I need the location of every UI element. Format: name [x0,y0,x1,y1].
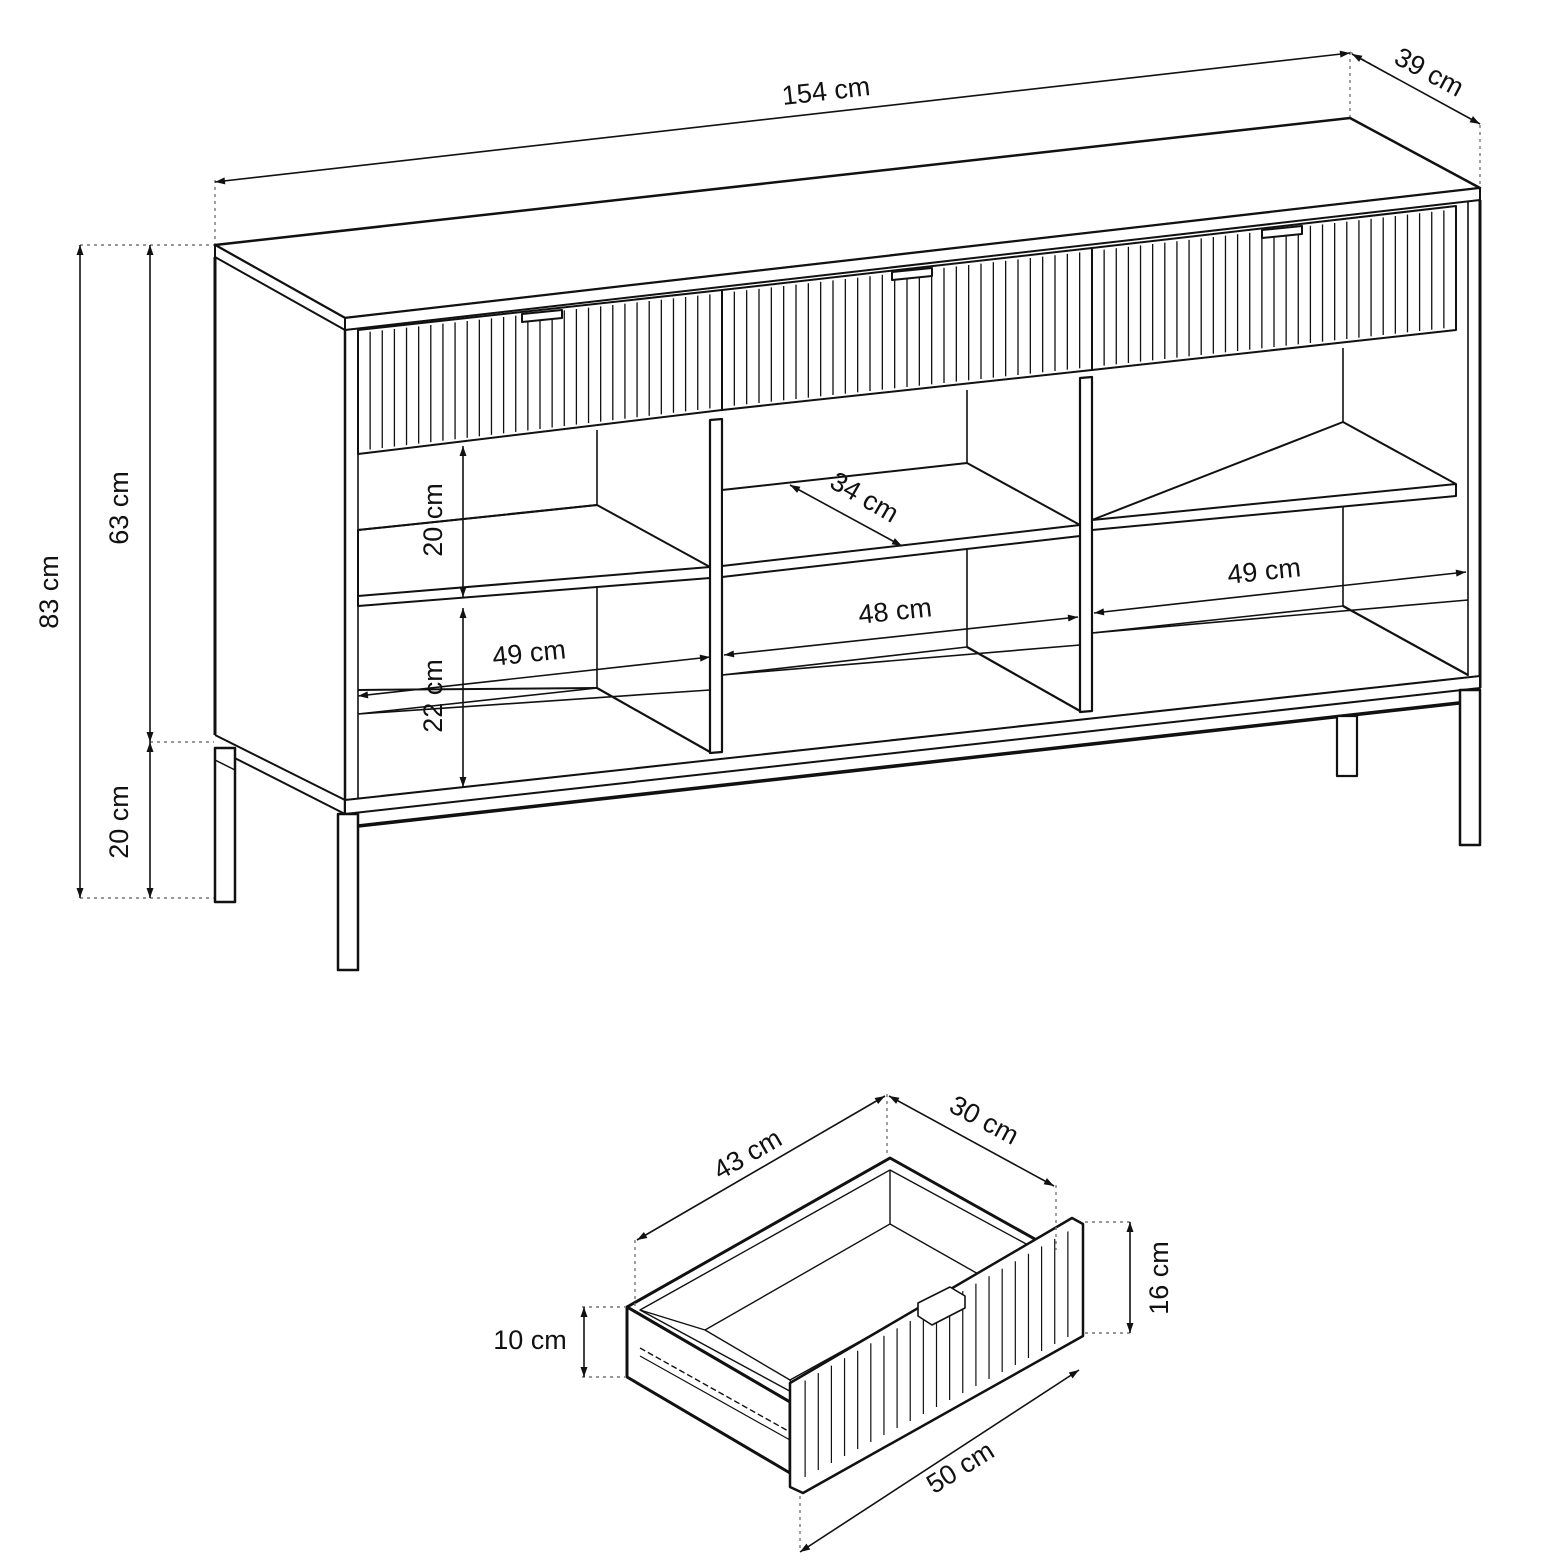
legs [213,688,1482,972]
sideboard [213,116,1482,972]
dimension-arrows [76,50,1481,898]
vertical-dividers [596,375,1469,755]
middle-width-arrow [723,614,1079,658]
overall-width-label: 154 cm [780,71,871,111]
drawer-front-height-label: 16 cm [1144,1241,1174,1315]
shelf-depth-arrow [789,484,903,547]
overall-depth-label: 39 cm [1390,42,1469,103]
leg-height-label: 20 cm [104,785,134,859]
fluted-drawer-grooves [369,210,1445,450]
base-frame [344,675,1481,828]
width-arrow [214,50,1351,185]
drawer-side-height-label: 10 cm [493,1325,567,1355]
middle-compartment-width-label: 48 cm [857,592,933,630]
left-side-panel [213,257,347,815]
body-height-label: 63 cm [104,471,134,545]
drawer-handles [521,225,1303,323]
upper-shelf-gap-label: 20 cm [418,483,448,557]
shelves [357,421,1469,715]
drawer-fronts [357,205,1457,455]
drawer-pull [917,1286,966,1326]
depth-arrow [1351,53,1481,125]
right-width-arrow [1093,569,1467,616]
left-width-arrow [357,654,711,699]
drawer-front-width-label: 50 cm [921,1435,999,1499]
right-compartment-width-label: 49 cm [1226,552,1302,590]
lower-shelf-gap-label: 22 cm [418,659,448,733]
drawer-dimension-arrows [580,1095,1134,1553]
overall-height-label: 83 cm [34,555,64,629]
drawer-box [625,1156,1085,1495]
drawer-depth-arrow [888,1095,1055,1187]
drawer-length-arrow [636,1095,886,1241]
drawer-depth-label: 30 cm [945,1090,1024,1151]
left-compartment-width-label: 49 cm [491,634,567,672]
drawer-front-width-arrow [799,1369,1080,1553]
